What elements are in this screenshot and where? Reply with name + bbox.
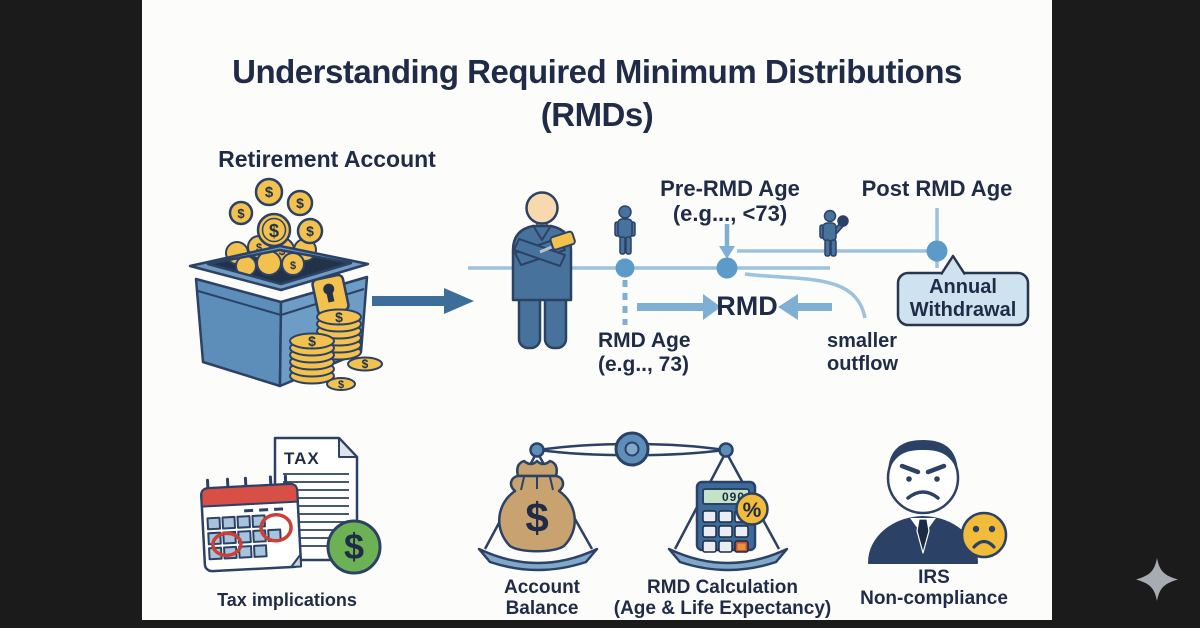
money-bag-icon: $ [498,459,576,553]
calendar-icon [200,474,303,573]
svg-text:$: $ [308,333,316,349]
calculator-icon: 090 [695,480,757,553]
page-title-line2: (RMDs) [540,96,654,133]
irs-non-compliance-label: IRS Non-compliance [860,567,1008,609]
timeline-dot-rmd-age [615,258,635,278]
pre-rmd-age-label: Pre-RMD Age (e.g..., <73) [660,176,800,226]
post-rmd-age-label: Post RMD Age [861,176,1013,201]
retirement-account-label: Retirement Account [218,146,436,172]
angry-agent-icon [868,440,978,564]
svg-text:$: $ [296,195,304,211]
person-small-pre-rmd-icon [614,205,636,255]
svg-text:$: $ [269,221,279,241]
svg-text:$: $ [338,379,344,391]
timeline-dot-post-rmd [926,240,948,262]
annual-withdrawal-label: Annual Withdrawal [909,276,1017,321]
red-circle-mark [259,512,293,543]
svg-text:$: $ [525,494,548,541]
account-balance-label: Account Balance [504,577,580,619]
arrow-right-icon [372,288,474,314]
timeline-dot-pre-rmd [716,257,738,279]
svg-text:$: $ [335,309,343,325]
svg-text:$: $ [256,242,262,254]
percent-badge-icon: % [735,492,769,526]
svg-text:TAX: TAX [284,449,320,468]
svg-text:$: $ [362,357,369,371]
sad-emoji-icon [960,511,1008,559]
infographic-art: $ $ $ $ $ $ [188,177,1030,575]
smaller-outflow-curve [744,272,867,319]
scale-pan-right [667,547,789,572]
rmd-age-label: RMD Age (e.g.., 73) [598,329,691,376]
rmd-label: RMD [716,291,778,321]
page-title-line1: Understanding Required Minimum Distribut… [232,53,962,90]
svg-text:$: $ [237,206,245,221]
page-title: Understanding Required Minimum Distribut… [142,50,1052,136]
coin-stacks [289,308,383,391]
dollar-coin-green-icon: $ [326,519,382,575]
svg-text:$: $ [265,184,274,201]
person-small-post-rmd-icon [819,209,849,257]
rmd-left-arrow-icon [778,294,832,320]
annual-withdrawal-callout [896,254,1030,327]
svg-text:$: $ [344,526,364,567]
timeline [468,208,948,325]
rmd-calculation-label: RMD Calculation (Age & Life Expectancy) [613,577,832,619]
smaller-outflow-label: smaller outflow [827,330,899,375]
pre-rmd-down-arrow-icon [719,224,735,259]
wallet-icon [837,215,849,227]
svg-text:%: % [743,499,762,522]
infographic-canvas: $ $ $ $ $ $ [142,0,1052,620]
person-large-icon [511,191,576,350]
svg-text:$: $ [290,260,296,272]
falling-coins [228,177,324,248]
sparkle-icon [1136,558,1178,601]
retirement-box-icon: $ $ $ $ $ $ [188,177,383,391]
svg-text:$: $ [306,223,314,239]
rmd-right-arrow-icon [637,294,721,320]
scale-pan-left [477,547,599,572]
red-circle-mark [211,531,243,558]
tax-implications-label: Tax implications [217,590,357,610]
